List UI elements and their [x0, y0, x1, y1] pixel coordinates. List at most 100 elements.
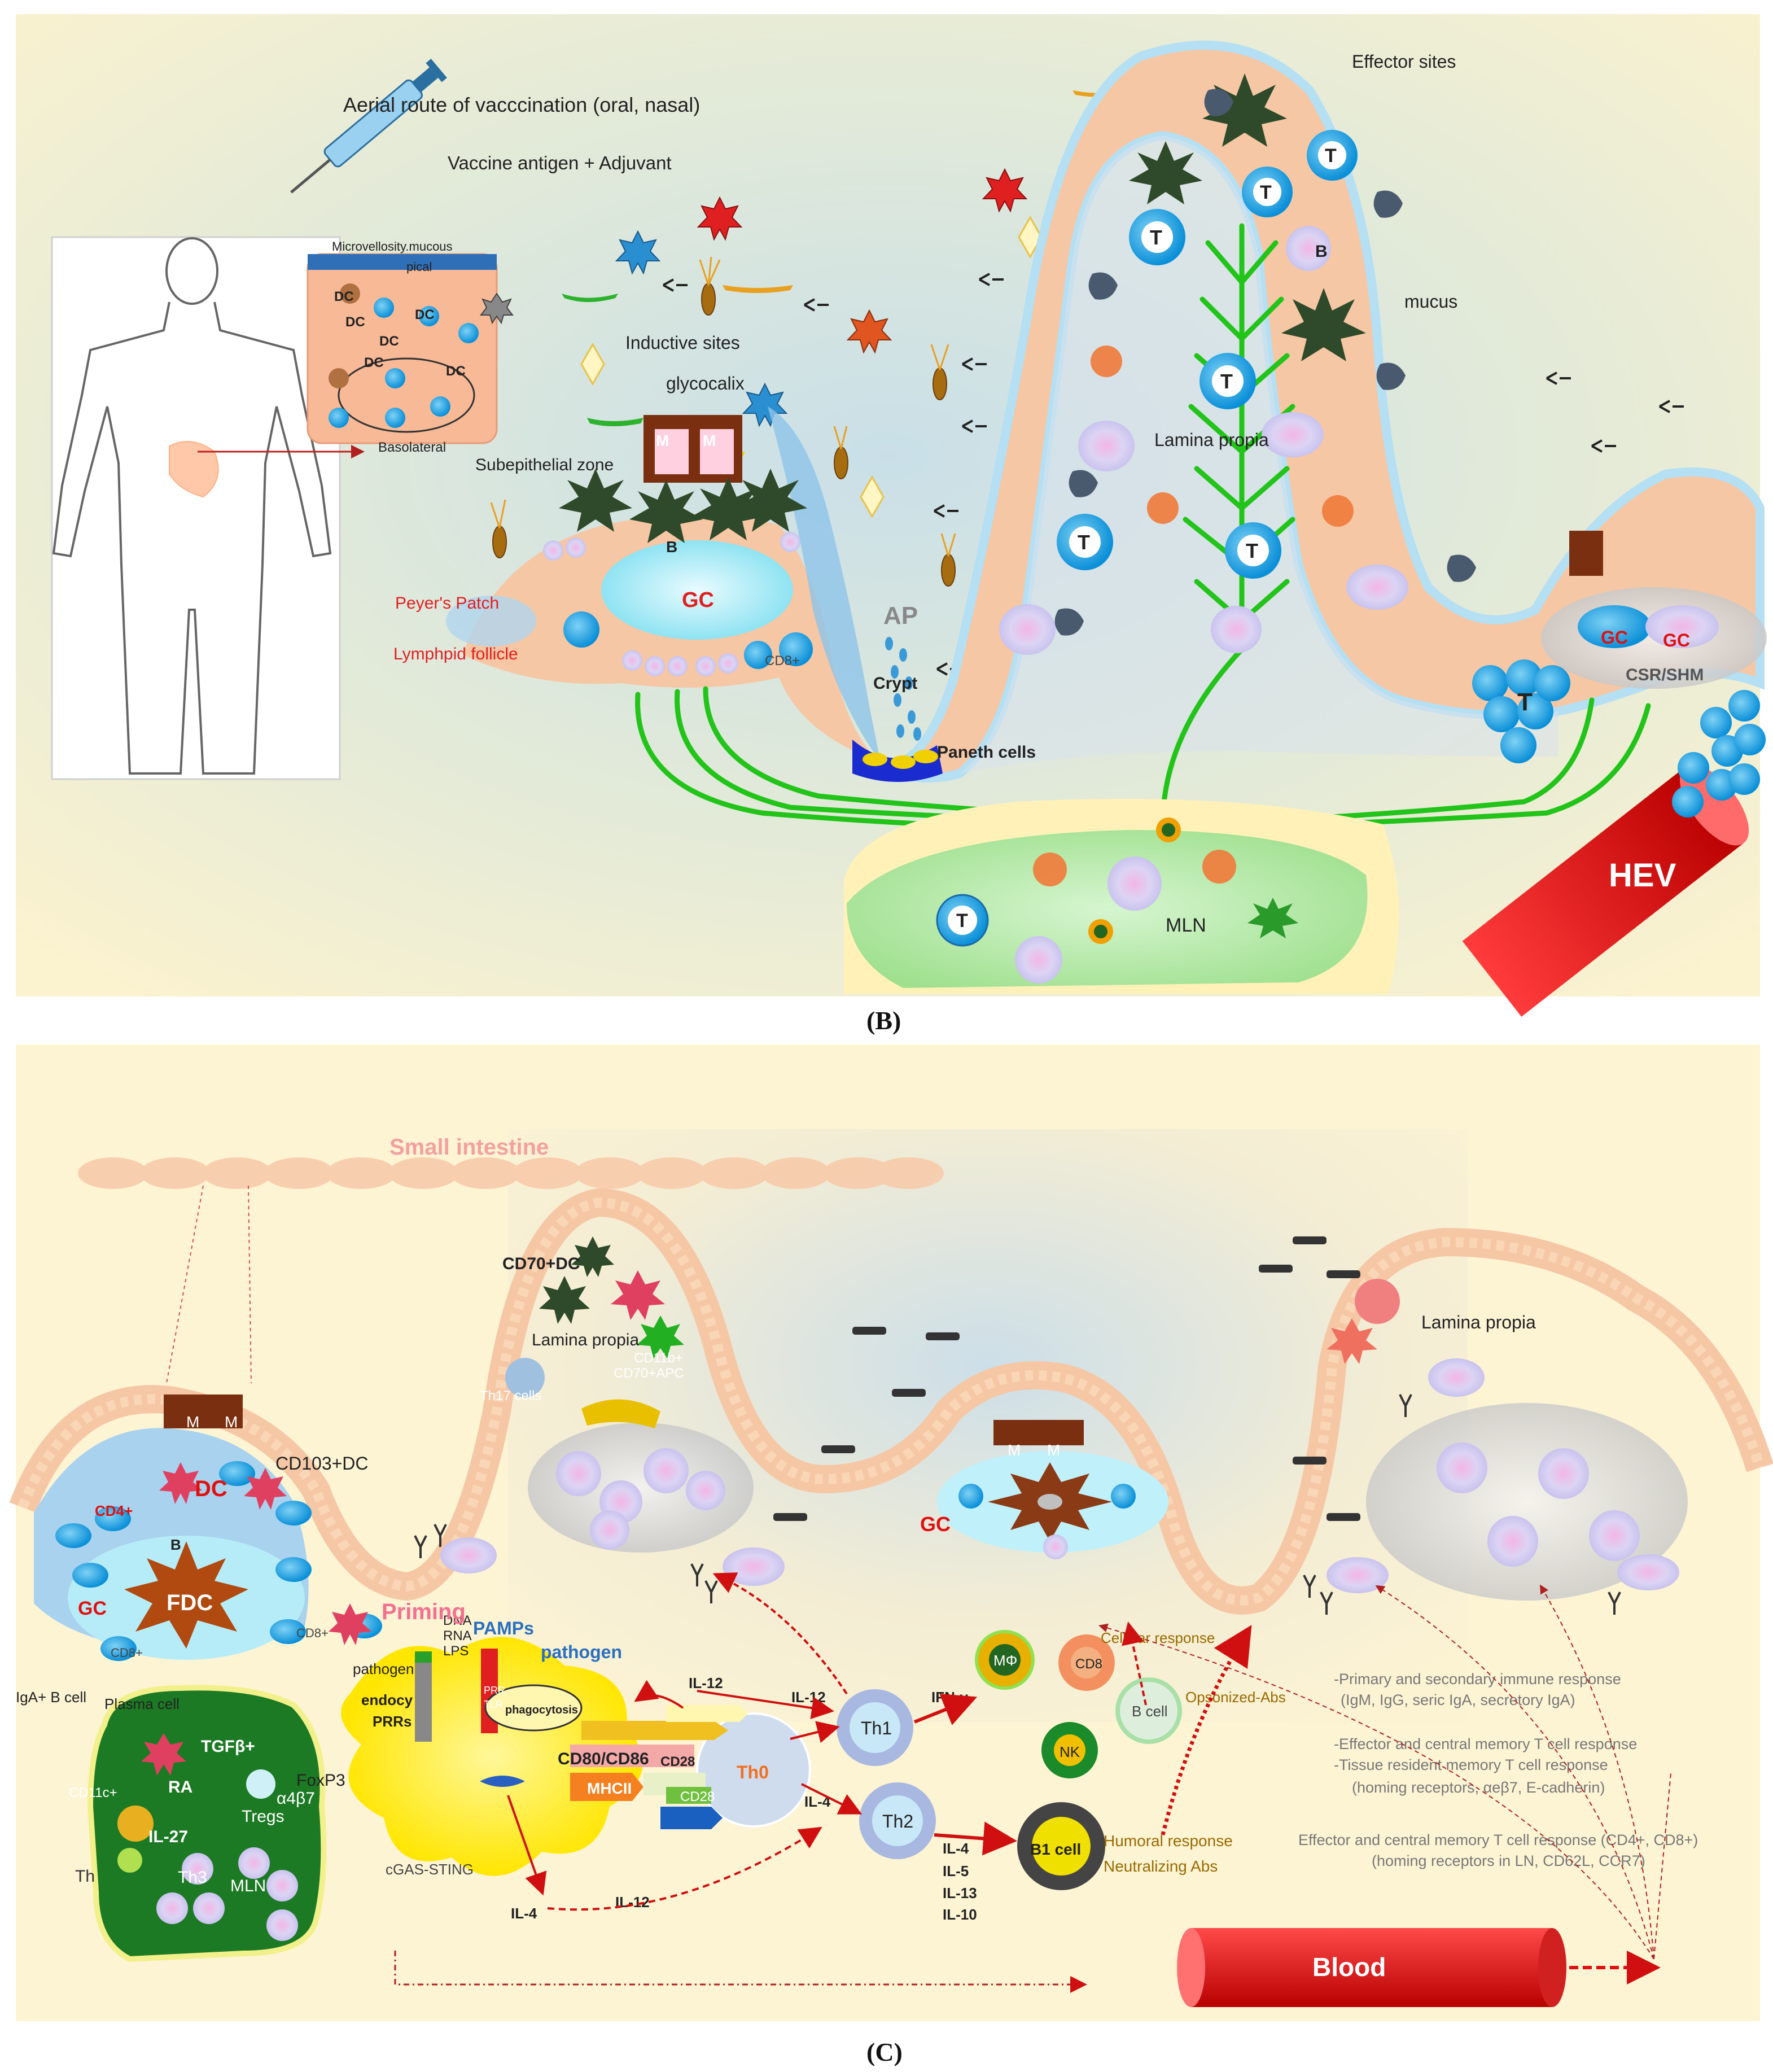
mo-label: MΦ: [993, 1652, 1017, 1669]
peyers-patch-label: Peyer's Patch: [395, 594, 499, 613]
il-list-3: IL-13: [943, 1885, 977, 1901]
cd80-label: CD80/CD86: [558, 1750, 649, 1768]
gc-label-right-1: GC: [1601, 627, 1628, 648]
small-intestine: [78, 1157, 944, 1189]
mln-c-label: MLN: [230, 1877, 266, 1895]
left-dome: [34, 1395, 382, 1661]
dc-label-4: DC: [415, 307, 435, 322]
subepithelial-label: Subepithelial zone: [475, 456, 614, 474]
vt-label-4: T: [1220, 370, 1233, 393]
blood-vessel: [1177, 1928, 1661, 2007]
neutral-label: Neutralizing Abs: [1104, 1857, 1218, 1875]
cluster-t-label: T: [1517, 688, 1533, 716]
cd103dc-label: CD103+DC: [275, 1453, 369, 1474]
dna-label: DNA: [443, 1613, 472, 1628]
mln-label: MLN: [1166, 915, 1206, 936]
gc-label-right-2: GC: [1663, 630, 1690, 650]
tregs-label: Tregs: [242, 1807, 284, 1826]
cgas-label: cGAS-STING: [386, 1861, 474, 1878]
antibody-dumbbells: [773, 1236, 1360, 1521]
goblet-cells: [1054, 89, 1476, 636]
second-dome: [505, 1236, 754, 1553]
tgfb-label: TGFβ+: [201, 1737, 255, 1756]
response-arrows: [1098, 1584, 1671, 1960]
cd28a-label: CD28: [660, 1754, 695, 1769]
rna-label: RNA: [443, 1628, 472, 1643]
cd70dc-label: CD70+DC: [502, 1254, 580, 1273]
follicle-b-label: B: [666, 538, 677, 556]
vt-label-5: T: [1078, 531, 1090, 554]
inductive-sites-label: Inductive sites: [625, 333, 740, 353]
villus-b-label: B: [1315, 242, 1328, 261]
small-intestine-label: Small intestine: [389, 1135, 549, 1160]
follicle-cd8-label: CD8+: [765, 653, 800, 668]
phagocytosis-label: phagocytosis: [505, 1704, 578, 1716]
il4b-label: IL-4: [511, 1905, 537, 1922]
center-gc-label: GC: [920, 1513, 951, 1536]
center-m-label-1: M: [1008, 1441, 1021, 1459]
il27-label: IL-27: [148, 1828, 188, 1846]
cd11b-label: CD11b+: [634, 1350, 683, 1366]
hev-label: HEV: [1609, 857, 1676, 894]
pathway-arrows: [507, 1572, 1252, 1911]
th0-label: Th0: [737, 1762, 769, 1782]
il12b-label: IL-12: [791, 1689, 826, 1706]
immune-synapse: [570, 1705, 811, 1829]
resp2-label: -Effector and central memory T cell resp…: [1334, 1736, 1637, 1752]
priming-label: Priming: [382, 1599, 466, 1624]
panel-c-caption: (C): [866, 2038, 903, 2066]
fdc-label: FDC: [167, 1590, 213, 1615]
vt-label-2: T: [1260, 182, 1272, 203]
blood-label: Blood: [1312, 1952, 1386, 1982]
il12a-label: IL-12: [689, 1675, 723, 1691]
vt-label-6: T: [1246, 539, 1258, 562]
human-silhouette: [51, 236, 365, 780]
dc-label-2: DC: [345, 314, 365, 330]
mln-green: [87, 1685, 327, 1962]
prr-label: PRR: [484, 1685, 505, 1696]
panel-b: Microvellosity.mucous pical DC DC DC DC …: [16, 14, 1767, 1035]
lamina-label: Lamina propia: [1154, 430, 1269, 450]
basolateral-label: Basolateral: [378, 440, 446, 455]
microvillosity-label: Microvellosity.mucous: [332, 239, 453, 253]
plasma-cells-c: [440, 1358, 1679, 1593]
cellular-label: Cellular response: [1101, 1629, 1215, 1646]
ap-label: AP: [883, 602, 918, 630]
th2-label: Th2: [882, 1811, 913, 1831]
effector-sites-label: Effector sites: [1352, 51, 1456, 72]
prrs-label: PRRs: [373, 1713, 411, 1730]
villus-b-cells: [999, 226, 1408, 655]
pathogen-left-label: pathogen: [353, 1660, 414, 1677]
cd8-label: CD8: [1075, 1656, 1102, 1672]
t-cell-cluster: [1472, 659, 1766, 818]
dc-label-3: DC: [379, 334, 399, 349]
lymphoid-follicle-label: Lymphpid follicle: [393, 645, 518, 663]
th-label: Th: [75, 1867, 95, 1886]
crypt: [852, 637, 943, 782]
resp1b-label: (IgM, IgG, seric IgA, secretory IgA): [1341, 1691, 1575, 1708]
peyers-patch-dome: M M: [463, 406, 881, 762]
il-list-4: IL-10: [943, 1906, 977, 1923]
mhc-label: MHCII: [587, 1780, 632, 1797]
resp3b-label: (homing receptors, αeβ7, E-cadherin): [1352, 1779, 1605, 1796]
nk-label: NK: [1060, 1743, 1080, 1760]
left-b-label: B: [170, 1536, 181, 1553]
dc-label-5: DC: [364, 355, 384, 370]
center-dome: [937, 1420, 1168, 1559]
flagella: [490, 256, 956, 557]
panel-c: Small intestine FDC CD: [9, 1044, 1773, 2066]
resp3-label: -Tissue resident memory T cell response: [1334, 1756, 1608, 1773]
red-starburst-cells: [1033, 346, 1354, 886]
apc-yellow: [341, 1637, 643, 1876]
panel-b-caption: (B): [866, 1006, 901, 1035]
pamps-label: PAMPs: [473, 1618, 534, 1638]
mln: T: [844, 799, 1399, 994]
epithelium-inset: [307, 253, 498, 444]
resp1-label: -Primary and secondary immune response: [1334, 1671, 1621, 1688]
cd4-label: CD4+: [95, 1502, 133, 1519]
il12c-label: IL-12: [615, 1894, 650, 1911]
resp4-label: Effector and central memory T cell respo…: [1298, 1831, 1698, 1848]
antibody-symbols-c: [414, 1394, 1621, 1615]
dc-label-6: DC: [446, 364, 466, 379]
cd70apc-label: CD70+APC: [614, 1366, 684, 1381]
